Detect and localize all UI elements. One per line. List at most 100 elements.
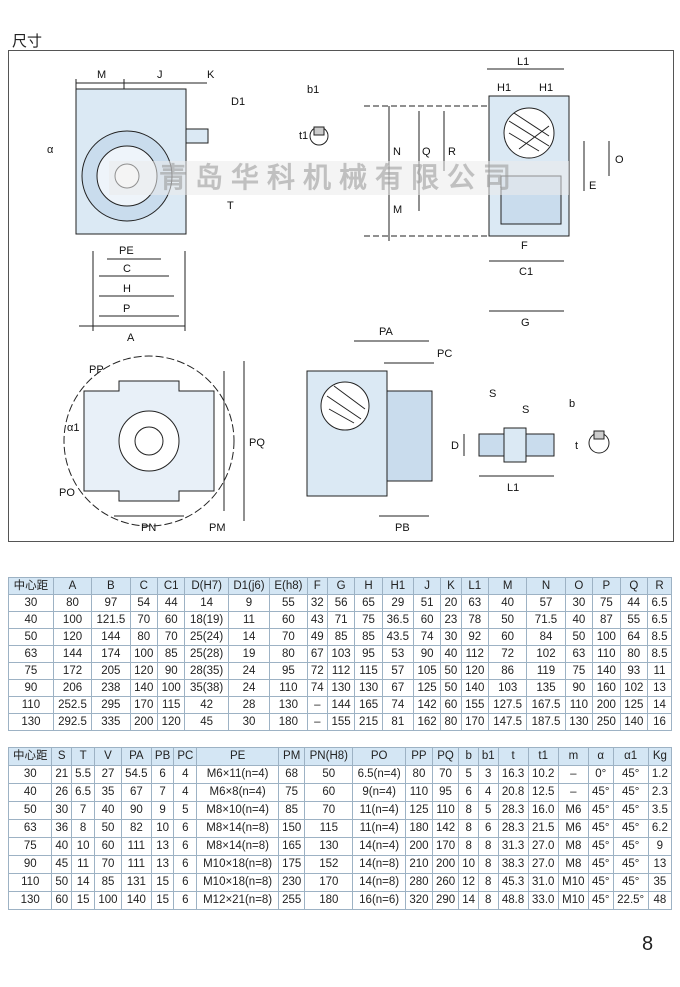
table-cell: 155	[326, 713, 356, 731]
table-cell: 50	[94, 819, 122, 838]
table-cell: 130	[326, 679, 356, 697]
table-cell: 85	[326, 628, 356, 646]
table-cell: 45	[184, 713, 229, 731]
table-cell: 45°	[612, 837, 649, 856]
table-cell: 57	[381, 662, 414, 680]
table-cell: 20	[440, 594, 462, 612]
table-cell: 6	[477, 819, 499, 838]
table-cell: 85	[277, 801, 306, 820]
table-cell: 8	[458, 801, 479, 820]
table-cell: 3.5	[647, 801, 673, 820]
column-header: PQ	[431, 747, 460, 766]
column-header: L1	[460, 577, 489, 595]
table-cell: 5.5	[71, 765, 96, 784]
table-cell: 6.5	[647, 611, 672, 629]
column-header: m	[557, 747, 589, 766]
table-cell: 14	[71, 873, 96, 892]
table-cell: 90	[564, 679, 594, 697]
table-cell: 8	[458, 819, 479, 838]
table-cell: 70	[304, 801, 354, 820]
key-detail	[309, 126, 329, 146]
table-cell: 35	[94, 783, 122, 802]
label: M	[393, 204, 402, 216]
table-cell: 250	[592, 713, 621, 731]
label: F	[521, 240, 528, 252]
table-cell: 9(n=4)	[352, 783, 407, 802]
table-cell: 90	[8, 679, 54, 697]
table-cell: 78	[460, 611, 489, 629]
table-cell: 119	[526, 662, 566, 680]
table-cell: 55	[619, 611, 649, 629]
table-cell: 86	[487, 662, 528, 680]
column-header: K	[440, 577, 462, 595]
table-cell: 22.5°	[612, 891, 649, 910]
table-cell: 87	[592, 611, 621, 629]
table-cell: 45.3	[497, 873, 529, 892]
table-cell: M10	[557, 891, 589, 910]
table-cell: 100	[94, 891, 122, 910]
table-cell: 45°	[612, 855, 649, 874]
column-header: G	[326, 577, 356, 595]
table-cell: 130	[304, 837, 354, 856]
table-cell: 16(n=6)	[352, 891, 407, 910]
label: PP	[89, 364, 104, 376]
table-cell: 50	[487, 611, 528, 629]
table-cell: 15	[150, 873, 175, 892]
table-cell: 80	[269, 645, 308, 663]
table-cell: 75	[592, 594, 621, 612]
table-cell: 70	[269, 628, 308, 646]
table-cell: 60	[412, 611, 442, 629]
table-cell: 4	[173, 783, 198, 802]
table-cell: 13	[150, 855, 175, 874]
table-cell: 152	[304, 855, 354, 874]
table-cell: 5	[477, 801, 499, 820]
table-cell: 14(n=8)	[352, 855, 407, 874]
table-cell: 175	[277, 855, 306, 874]
table-cell: 170	[304, 873, 354, 892]
table-cell: 31.0	[527, 873, 559, 892]
table-cell: 205	[91, 662, 131, 680]
label: S	[489, 388, 496, 400]
table-cell: 38.3	[497, 855, 529, 874]
column-header: Kg	[647, 747, 673, 766]
table-cell: 200	[405, 837, 433, 856]
table-cell: 238	[91, 679, 131, 697]
table-cell: 40	[440, 645, 462, 663]
table-cell: 75	[8, 662, 54, 680]
dimension-drawing: M J K D1 α T PE C H P A b1 t1 N Q R M L1…	[8, 50, 674, 542]
table-cell: 170	[431, 837, 460, 856]
table-cell: 162	[412, 713, 442, 731]
column-header: C	[129, 577, 158, 595]
table-cell: 50	[7, 801, 53, 820]
table-cell: 74	[381, 696, 414, 714]
table-cell: 19	[227, 645, 271, 663]
table-cell: 125	[405, 801, 433, 820]
table-cell: 29	[381, 594, 414, 612]
table-cell: 97	[91, 594, 131, 612]
column-header: PN(H8)	[304, 747, 354, 766]
table-cell: 165	[277, 837, 306, 856]
table-cell: 172	[52, 662, 93, 680]
table-cell: 112	[326, 662, 356, 680]
column-header: C1	[156, 577, 186, 595]
table-cell: 63	[564, 645, 594, 663]
table-cell: 12.5	[527, 783, 559, 802]
table-cell: 6	[173, 873, 198, 892]
table-cell: 140	[592, 662, 621, 680]
table-cell: 102	[526, 645, 566, 663]
column-header: E(h8)	[269, 577, 308, 595]
table-cell: 28(35)	[184, 662, 229, 680]
column-header: D1(j6)	[227, 577, 271, 595]
table-cell: 80	[619, 645, 649, 663]
table-cell: 6	[173, 855, 198, 874]
table-cell: 130	[354, 679, 383, 697]
table-cell: 45°	[587, 783, 614, 802]
table-cell: 280	[405, 873, 433, 892]
table-cell: 8	[477, 855, 499, 874]
